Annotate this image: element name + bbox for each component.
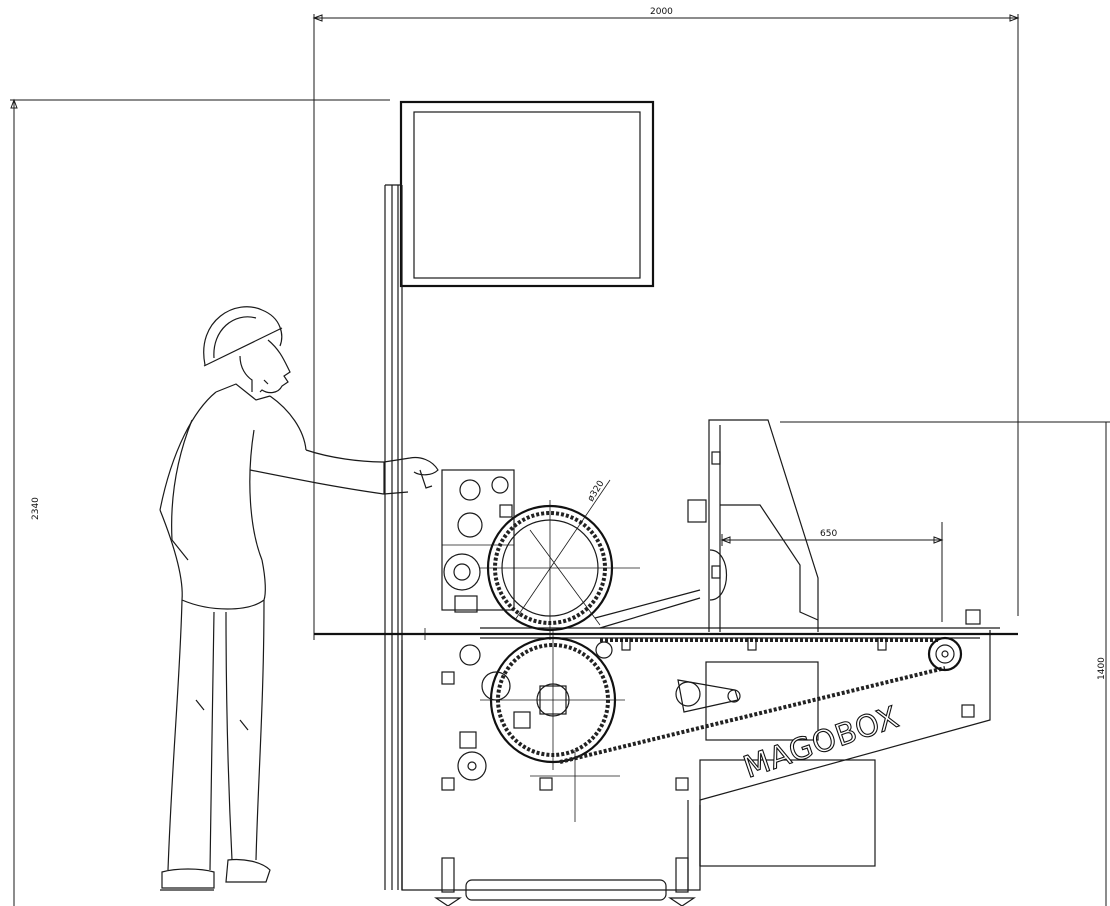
dimension-table-height: 1400 (780, 421, 1110, 906)
roller-diameter-label: ø320 (586, 479, 607, 504)
upper-gear-cluster (441, 469, 515, 613)
lower-roller (459, 630, 625, 770)
table-surface (314, 627, 1018, 639)
dimension-conveyor-length: 650 (720, 522, 944, 622)
main-side-frame (401, 630, 991, 891)
frame-fittings (424, 451, 975, 822)
dimension-overall-height: 2340 (10, 98, 390, 906)
tensioner-arm (675, 661, 819, 741)
vertical-frame-column (384, 184, 403, 890)
upper-hood (399, 100, 655, 288)
upper-roller-320: ø320 (480, 479, 640, 640)
machine-feet (434, 857, 696, 906)
operator-figure (159, 306, 439, 891)
feeder-hopper (594, 419, 819, 632)
conveyor-chain (559, 609, 981, 764)
dimension-table-height-label: 1400 (1097, 657, 1107, 680)
dimension-overall-width: 2000 (312, 7, 1020, 640)
brand-label: MAGOBOX (739, 700, 904, 786)
dimension-conveyor-label: 650 (820, 529, 837, 539)
dimension-height-label: 2340 (31, 497, 41, 520)
dimension-width-label: 2000 (650, 7, 673, 17)
